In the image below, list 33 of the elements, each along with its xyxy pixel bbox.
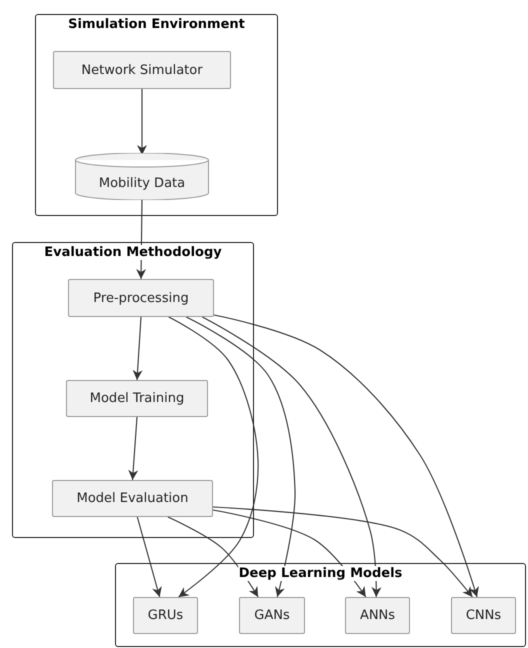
arrow bbox=[186, 316, 296, 598]
group-frame bbox=[115, 563, 526, 647]
arrow bbox=[212, 509, 366, 598]
group-frame bbox=[35, 14, 278, 216]
process-box bbox=[345, 597, 410, 634]
arrow bbox=[202, 316, 382, 597]
node-label: CNNs bbox=[466, 608, 502, 623]
group-frame bbox=[12, 242, 254, 538]
process-box bbox=[52, 480, 213, 517]
arrow bbox=[214, 314, 479, 598]
database-cylinder bbox=[75, 153, 209, 200]
node-label: Model Evaluation bbox=[76, 491, 188, 506]
process-box bbox=[451, 597, 516, 634]
process-box bbox=[66, 380, 208, 417]
process-box bbox=[68, 279, 214, 317]
arrow bbox=[128, 416, 138, 480]
arrow bbox=[137, 89, 147, 155]
node-label: Network Simulator bbox=[81, 62, 203, 78]
group-title: Evaluation Methodology bbox=[43, 245, 223, 260]
node-label: GRUs bbox=[148, 608, 184, 623]
arrow bbox=[212, 506, 473, 598]
node-label: Pre-processing bbox=[93, 290, 189, 306]
node-label: Model Training bbox=[90, 391, 184, 406]
node-label: Mobility Data bbox=[98, 176, 186, 191]
arrow bbox=[132, 316, 143, 380]
group-title: Deep Learning Models bbox=[238, 566, 404, 581]
process-box bbox=[133, 597, 198, 634]
node-label: ANNs bbox=[360, 608, 396, 623]
arrow bbox=[136, 516, 162, 598]
process-box bbox=[239, 597, 305, 634]
process-box bbox=[53, 51, 231, 89]
arrow bbox=[168, 316, 259, 598]
node-label: GANs bbox=[254, 608, 290, 623]
